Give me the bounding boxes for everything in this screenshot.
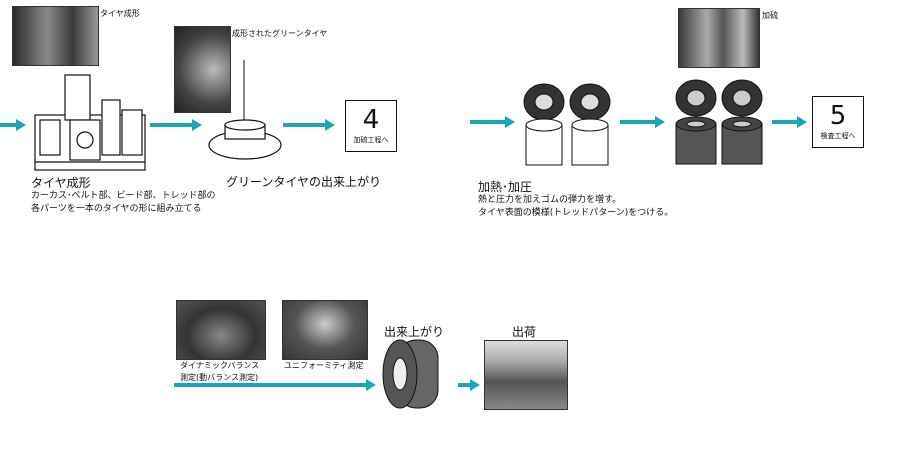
arrow-vulcanize-to-box5 [772,116,807,128]
finished-tire-illustration [382,339,439,409]
caption-tire-molding: タイヤ成形 [100,9,140,18]
title-green-tire: グリーンタイヤの出来上がり [226,175,382,189]
step-number-4: 4 [362,105,380,135]
title-heat-pressure: 加熱･加圧 [478,180,533,194]
arrow-into-vulcanize [470,116,515,128]
caption-vulcanization: 加硫 [762,11,778,20]
vulcanized-tires-illustration [675,79,763,165]
photo-dynamic-balance [176,300,266,360]
step-label-4: 加硫工程へ [353,136,389,144]
caption-green-tire: 成形されたグリーンタイヤ [232,29,328,38]
desc-heat-pressure-2: タイヤ表面の模様(トレッドパターン)をつける。 [478,208,674,218]
green-tires-stack-illustration [523,83,611,166]
arrow-vulcanize-mid [620,116,665,128]
arrow-green-to-box4 [283,119,335,131]
title-shipping: 出荷 [512,325,537,339]
label-uniformity: ユニフォーミティ測定 [284,361,364,370]
desc-tire-molding-2: 各パーツを一本のタイヤの形に組み立てる [31,204,202,214]
step-label-5: 検査工程へ [820,132,856,140]
leader-line-green [243,60,245,120]
photo-shipping [484,340,568,410]
photo-uniformity [282,300,368,360]
green-tire-illustration [208,119,282,160]
step-number-5: 5 [829,101,847,131]
arrow-in [0,119,26,131]
label-dynamic-balance-2: 測定(動バランス測定) [180,373,259,382]
arrow-finished-to-shipping [458,379,480,391]
title-finished: 出来上がり [384,325,445,339]
photo-vulcanization [678,8,760,68]
photo-tire-molding [12,6,99,66]
desc-tire-molding-1: カーカス･ベルト部、ビード部、トレッド部の [31,191,216,201]
label-dynamic-balance-1: ダイナミックバランス [180,361,260,370]
arrow-inspection-line [174,379,376,391]
photo-green-tire [174,26,231,113]
desc-heat-pressure-1: 熱と圧力を加えゴムの弾力を増す。 [478,195,622,205]
step-box-4: 4 加硫工程へ [345,100,397,152]
title-tire-molding: タイヤ成形 [31,176,91,190]
molding-machine-illustration [34,74,146,171]
arrow-molding-to-green [150,119,202,131]
step-box-5: 5 検査工程へ [812,96,864,148]
